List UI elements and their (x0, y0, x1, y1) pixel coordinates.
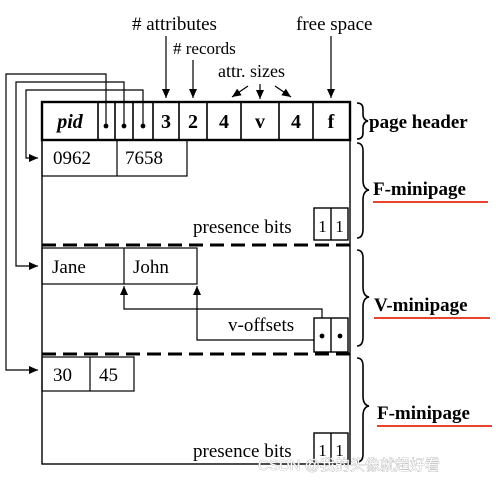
page-header-row (40, 100, 352, 142)
svg-text:1: 1 (335, 217, 344, 236)
attr-sizes-arrow-right (274, 85, 292, 98)
v-minipage-value-2: John (133, 257, 169, 278)
v-minipage-label: V-minipage (374, 295, 468, 316)
attributes-label: # attributes (132, 14, 217, 35)
brace-v-minipage (356, 249, 370, 347)
presence-bits-label-1: presence bits (193, 217, 292, 238)
presence-bits-label-2: presence bits (193, 441, 292, 462)
brace-f-minipage-1 (356, 142, 370, 239)
v-minipage-values-row (41, 247, 198, 285)
f-minipage-2-value-2: 45 (99, 365, 118, 386)
f-minipage-1-value-2: 7658 (125, 148, 163, 169)
svg-text:1: 1 (335, 441, 344, 460)
svg-text:1: 1 (318, 441, 327, 460)
pid-cell: pid (55, 111, 84, 133)
num-attributes-cell: 3 (161, 111, 171, 133)
attr-size-1-cell: 4 (219, 111, 229, 133)
free-space-cell: f (328, 111, 335, 133)
pointer-line-f-minipage-2 (5, 73, 107, 374)
free-space-label: free space (296, 14, 372, 35)
pointer-line-f-minipage-1 (25, 89, 144, 162)
pointer-line-v-minipage (15, 81, 125, 270)
brace-f-minipage-2 (356, 357, 370, 463)
v-offsets-label: v-offsets (228, 315, 294, 336)
attr-sizes-label: attr. sizes (218, 61, 285, 81)
attr-size-2-cell: 4 (291, 111, 301, 133)
page-header-label: page header (369, 112, 468, 133)
brace-page-header (356, 102, 369, 140)
records-label: # records (173, 39, 236, 58)
watermark-text: CSDN @我的头像就超好看 (258, 457, 440, 474)
f-minipage-1-values-row (41, 139, 188, 177)
attr-sizes-arrow-left (231, 85, 249, 98)
f-minipage-1-value-1: 0962 (53, 148, 91, 169)
f-minipage-1-label: F-minipage (373, 179, 466, 200)
attr-size-v-cell: v (255, 111, 265, 133)
f-minipage-2-label: F-minipage (377, 403, 470, 424)
f-minipage-2-values-row (41, 356, 135, 392)
num-records-cell: 2 (188, 111, 198, 133)
svg-text:1: 1 (318, 217, 327, 236)
presence-bits-box-1: 1 1 (313, 207, 349, 241)
presence-bits-box-2: 1 1 (313, 432, 349, 465)
v-minipage-value-1: Jane (52, 257, 86, 278)
v-offsets-box (313, 317, 349, 353)
f-minipage-2-value-1: 30 (53, 365, 72, 386)
